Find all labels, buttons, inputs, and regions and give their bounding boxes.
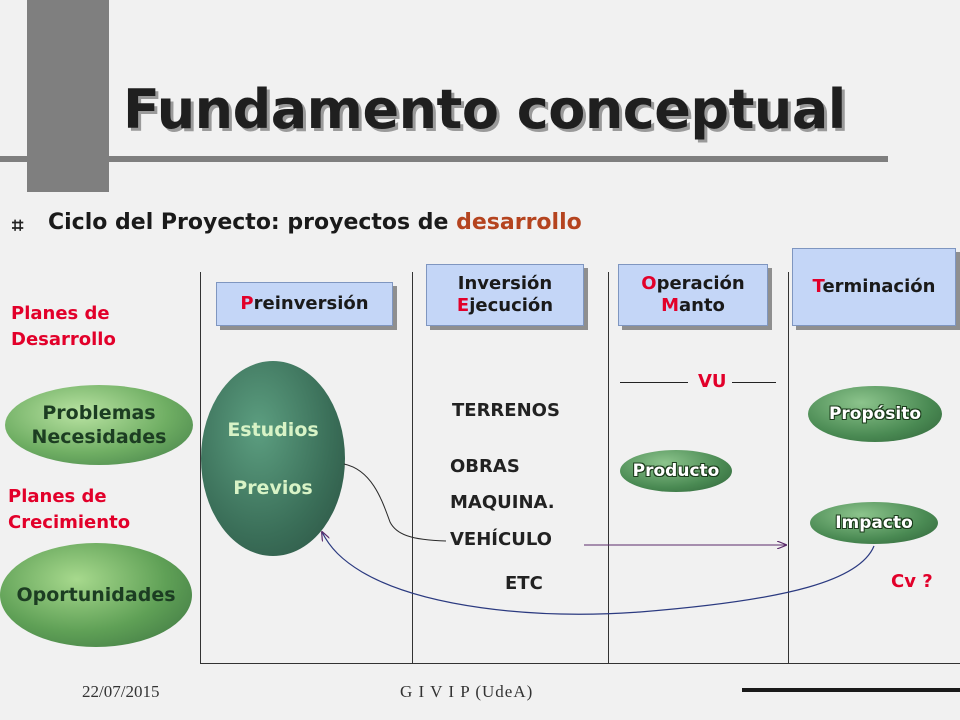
oportunidades-ellipse: Oportunidades bbox=[0, 543, 192, 647]
footer-date: 22/07/2015 bbox=[82, 682, 160, 701]
phase-inversion: Inversión Ejecución bbox=[426, 264, 584, 326]
bullet-icon: ⌗ bbox=[12, 213, 24, 237]
vu-line-left bbox=[620, 382, 688, 383]
phase-preinversion: Preinversión bbox=[216, 282, 393, 326]
phase-divider-1 bbox=[200, 272, 201, 664]
page-title: Fundamento conceptual bbox=[123, 78, 846, 141]
cv-label: Cv ? bbox=[891, 571, 933, 592]
item-vehiculo: VEHÍCULO bbox=[450, 529, 552, 550]
subtitle-prefix: Ciclo del Proyecto: proyectos de bbox=[48, 210, 457, 235]
item-obras: OBRAS bbox=[450, 456, 520, 477]
vu-line-right bbox=[732, 382, 776, 383]
item-etc: ETC bbox=[505, 573, 543, 594]
footer-bar bbox=[742, 688, 960, 692]
phase-divider-2 bbox=[412, 272, 413, 664]
vu-label: VU bbox=[698, 371, 727, 392]
phase-divider-4 bbox=[788, 272, 789, 664]
producto-pill: Producto bbox=[620, 450, 732, 492]
subtitle-accent: desarrollo bbox=[456, 210, 582, 235]
item-terrenos: TERRENOS bbox=[452, 400, 560, 421]
item-maquina: MAQUINA. bbox=[450, 492, 555, 513]
estudios-to-vehiculo-curve bbox=[343, 463, 447, 542]
phase-operacion: Operación Manto bbox=[618, 264, 768, 326]
proposito-pill: Propósito bbox=[808, 386, 942, 442]
footer-org: G I V I P (UdeA) bbox=[400, 682, 534, 701]
phase-divider-3 bbox=[608, 272, 609, 664]
impacto-feedback-arrow bbox=[322, 532, 875, 615]
subtitle: Ciclo del Proyecto: proyectos de desarro… bbox=[48, 210, 582, 235]
baseline bbox=[200, 663, 960, 664]
impacto-pill: Impacto bbox=[810, 502, 938, 544]
title-underline bbox=[0, 156, 888, 162]
phase-terminacion: Terminación bbox=[792, 248, 956, 326]
